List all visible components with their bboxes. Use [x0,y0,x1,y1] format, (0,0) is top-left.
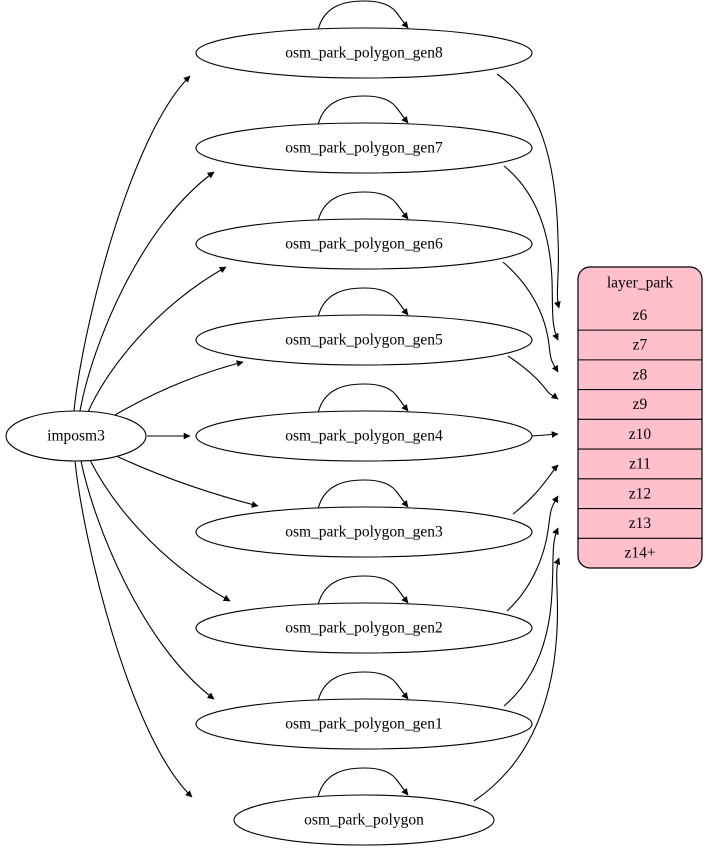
edge-gen7-to-z7 [503,165,559,341]
node-gen5[interactable]: osm_park_polygon_gen5 [195,314,533,366]
base-label: osm_park_polygon [304,812,424,829]
edge-imposm3-to-base [74,460,193,798]
node-gen6[interactable]: osm_park_polygon_gen6 [195,218,533,270]
edge-gen2-to-z12 [506,495,559,612]
node-gen2[interactable]: osm_park_polygon_gen2 [195,602,533,654]
gen1-ellipse[interactable] [195,698,533,750]
node-base[interactable]: osm_park_polygon [233,794,495,846]
layer-park-row-z10[interactable]: z10 [629,426,652,443]
self-loops [317,0,409,798]
node-gen8[interactable]: osm_park_polygon_gen8 [195,27,533,79]
layer-park-row-z12[interactable]: z12 [629,485,651,502]
gen2-label: osm_park_polygon_gen2 [285,620,443,637]
node-gen3[interactable]: osm_park_polygon_gen3 [195,506,533,558]
self-loop-gen6 [317,191,409,222]
imposm3-label: imposm3 [47,428,105,445]
edge-base-to-z14 [473,557,561,802]
base-ellipse[interactable] [233,794,495,846]
gen8-ellipse[interactable] [195,27,533,79]
gen2-ellipse[interactable] [195,602,533,654]
imposm3-ellipse[interactable] [5,410,147,462]
edge-gen8-to-z6 [496,73,561,309]
self-loop-gen3 [317,479,409,510]
edge-gen1-to-z13 [503,527,559,707]
layer-park-row-z8[interactable]: z8 [633,366,648,383]
layer-park-body[interactable] [577,266,703,569]
edge-imposm3-to-gen1 [80,460,215,700]
edge-gen5-to-z9 [507,355,559,400]
edge-imposm3-to-gen3 [111,453,259,508]
gen5-label: osm_park_polygon_gen5 [285,332,443,349]
layer-park-row-z7[interactable]: z7 [633,337,648,354]
self-loop-gen5 [317,287,409,318]
edge-gen3-to-z11 [512,464,559,515]
node-imposm3[interactable]: imposm3 [5,410,147,462]
self-loop-gen1 [317,671,409,702]
edge-imposm3-to-gen8 [73,75,191,412]
edges-from-imposm3 [73,75,259,798]
gen8-label: osm_park_polygon_gen8 [285,45,443,62]
edge-imposm3-to-gen5 [109,360,244,419]
gen5-ellipse[interactable] [195,314,533,366]
gen1-label: osm_park_polygon_gen1 [285,716,443,733]
gen4-label: osm_park_polygon_gen4 [285,428,443,445]
gen6-label: osm_park_polygon_gen6 [285,236,443,253]
edge-gen4-to-z10 [531,431,559,438]
layer-park-row-z6[interactable]: z6 [633,307,648,324]
node-gen4[interactable]: osm_park_polygon_gen4 [195,410,533,462]
layer-park-row-z13[interactable]: z13 [629,515,652,532]
gen4-ellipse[interactable] [195,410,533,462]
node-layer-park[interactable]: layer_park z6 z7 z8 z9 z10 z11 z12 z13 z… [577,266,703,569]
self-loop-gen8 [317,0,409,31]
gen7-label: osm_park_polygon_gen7 [285,140,443,157]
edge-imposm3-to-gen2 [89,459,231,602]
node-gen1[interactable]: osm_park_polygon_gen1 [195,698,533,750]
layer-park-row-z14plus[interactable]: z14+ [624,545,655,562]
edge-gen6-to-z8 [502,261,559,373]
layer-park-row-z11[interactable]: z11 [629,455,651,472]
gen7-ellipse[interactable] [195,122,533,174]
self-loop-gen7 [317,95,409,126]
self-loop-base [317,767,409,798]
layer-park-row-z9[interactable]: z9 [633,396,648,413]
gen6-ellipse[interactable] [195,218,533,270]
self-loop-gen2 [317,575,409,606]
edges-to-layer-park [473,73,561,802]
layer-park-header-label: layer_park [607,275,674,292]
gen3-label: osm_park_polygon_gen3 [285,524,443,541]
gen3-ellipse[interactable] [195,506,533,558]
edge-imposm3-to-gen6 [87,266,227,413]
edge-imposm3-to-gen7 [79,171,215,412]
node-gen7[interactable]: osm_park_polygon_gen7 [195,122,533,174]
self-loop-gen4 [317,383,409,414]
